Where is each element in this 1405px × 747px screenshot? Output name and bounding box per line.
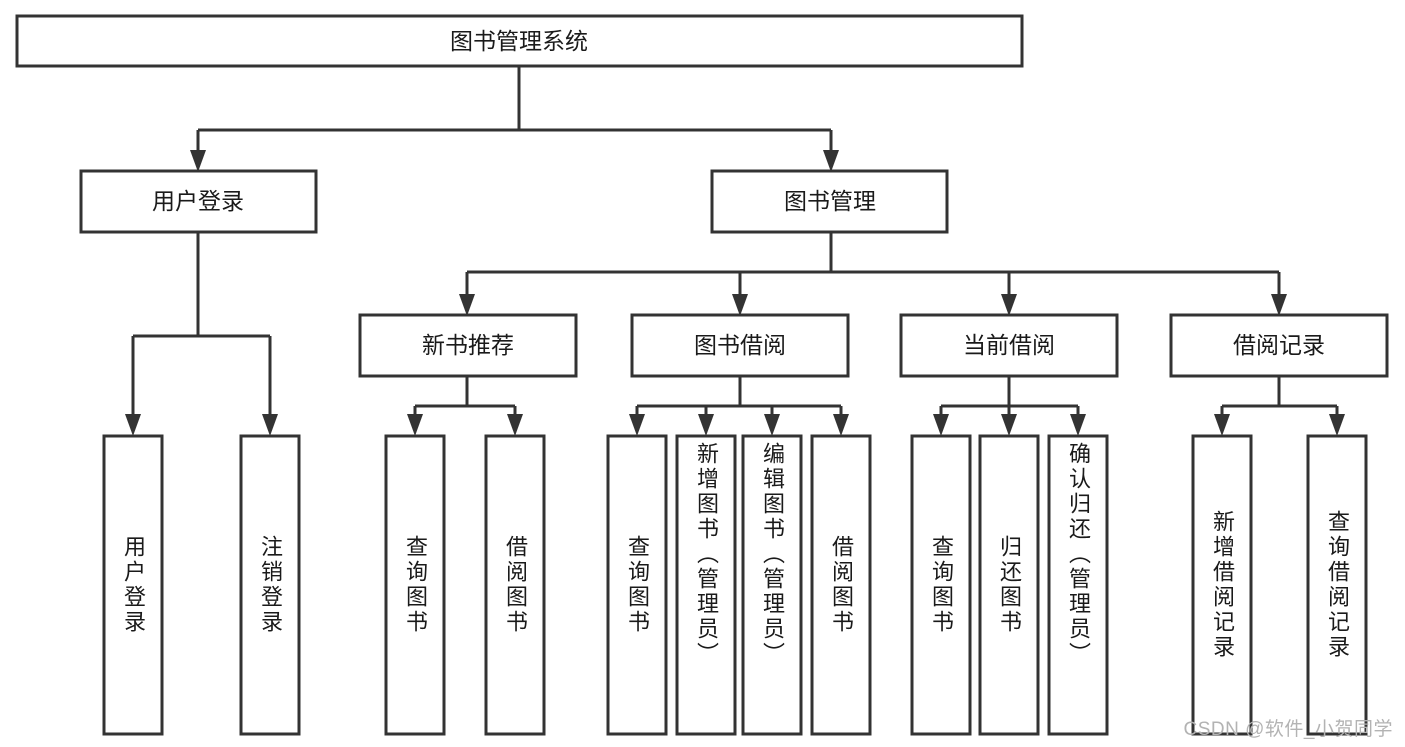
arrow-head-current-borrow-leaf3 (1070, 414, 1086, 436)
arrow-head-user-login (190, 150, 206, 172)
node-label-borrow-records: 借阅记录 (1233, 332, 1325, 358)
leaf-box-confirm-return-admin[interactable] (1047, 434, 1109, 736)
leaf-box-borrow-book[interactable] (810, 434, 872, 736)
node-label-current-borrow: 当前借阅 (963, 332, 1055, 358)
leaf-box-query-book-recommend[interactable] (384, 434, 446, 736)
node-label-new-book-recommend: 新书推荐 (422, 332, 514, 358)
node-box-root[interactable] (15, 14, 1024, 68)
arrow-head-book-borrow-leaf3 (764, 414, 780, 436)
arrow-head-current-borrow-leaf1 (933, 414, 949, 436)
watermark-text: CSDN @软件_小贺同学 (1183, 719, 1393, 740)
arrow-head-current-borrow-leaf2 (1001, 414, 1017, 436)
arrow-head-current-borrow (1001, 294, 1017, 316)
leaf-box-borrow-book-recommend[interactable] (484, 434, 546, 736)
arrow-head-new-book (459, 294, 475, 316)
arrow-head-book-manage (823, 150, 839, 172)
arrow-head-book-borrow-leaf1 (629, 414, 645, 436)
node-box-book-borrow[interactable] (630, 313, 850, 378)
node-box-current-borrow[interactable] (899, 313, 1119, 378)
leaf-box-add-borrow-record[interactable] (1191, 434, 1253, 736)
arrow-head-borrow-records (1271, 294, 1287, 316)
arrow-head-new-book-leaf1 (407, 414, 423, 436)
node-box-user-login[interactable] (79, 169, 318, 234)
arrow-head-new-book-leaf2 (507, 414, 523, 436)
arrow-head-book-borrow-leaf4 (833, 414, 849, 436)
leaf-box-query-book-borrow[interactable] (606, 434, 668, 736)
arrow-head-book-borrow (732, 294, 748, 316)
arrow-head-leaf-logout (262, 414, 278, 436)
leaf-box-query-borrow-record[interactable] (1306, 434, 1368, 736)
leaf-box-edit-book-admin[interactable] (741, 434, 803, 736)
node-label-root: 图书管理系统 (450, 28, 588, 54)
arrow-head-leaf-user-login (125, 414, 141, 436)
arrow-head-borrow-records-leaf1 (1214, 414, 1230, 436)
leaf-box-logout[interactable] (239, 434, 301, 736)
node-group: 图书管理系统 用户登录 图书管理 新书推荐 图书借阅 当前借阅 借阅记录 (15, 14, 1389, 736)
node-label-user-login: 用户登录 (152, 188, 244, 214)
node-box-book-manage[interactable] (710, 169, 949, 234)
node-box-borrow-records[interactable] (1169, 313, 1389, 378)
leaf-box-return-book[interactable] (978, 434, 1040, 736)
leaf-box-query-book-current[interactable] (910, 434, 972, 736)
connector-group (125, 66, 1345, 436)
arrow-head-borrow-records-leaf2 (1329, 414, 1345, 436)
leaf-box-user-login[interactable] (102, 434, 164, 736)
node-box-new-book-recommend[interactable] (358, 313, 578, 378)
arrow-head-book-borrow-leaf2 (698, 414, 714, 436)
leaf-box-add-book-admin[interactable] (675, 434, 737, 736)
node-label-book-borrow: 图书借阅 (694, 332, 786, 358)
node-label-book-manage: 图书管理 (784, 188, 876, 214)
